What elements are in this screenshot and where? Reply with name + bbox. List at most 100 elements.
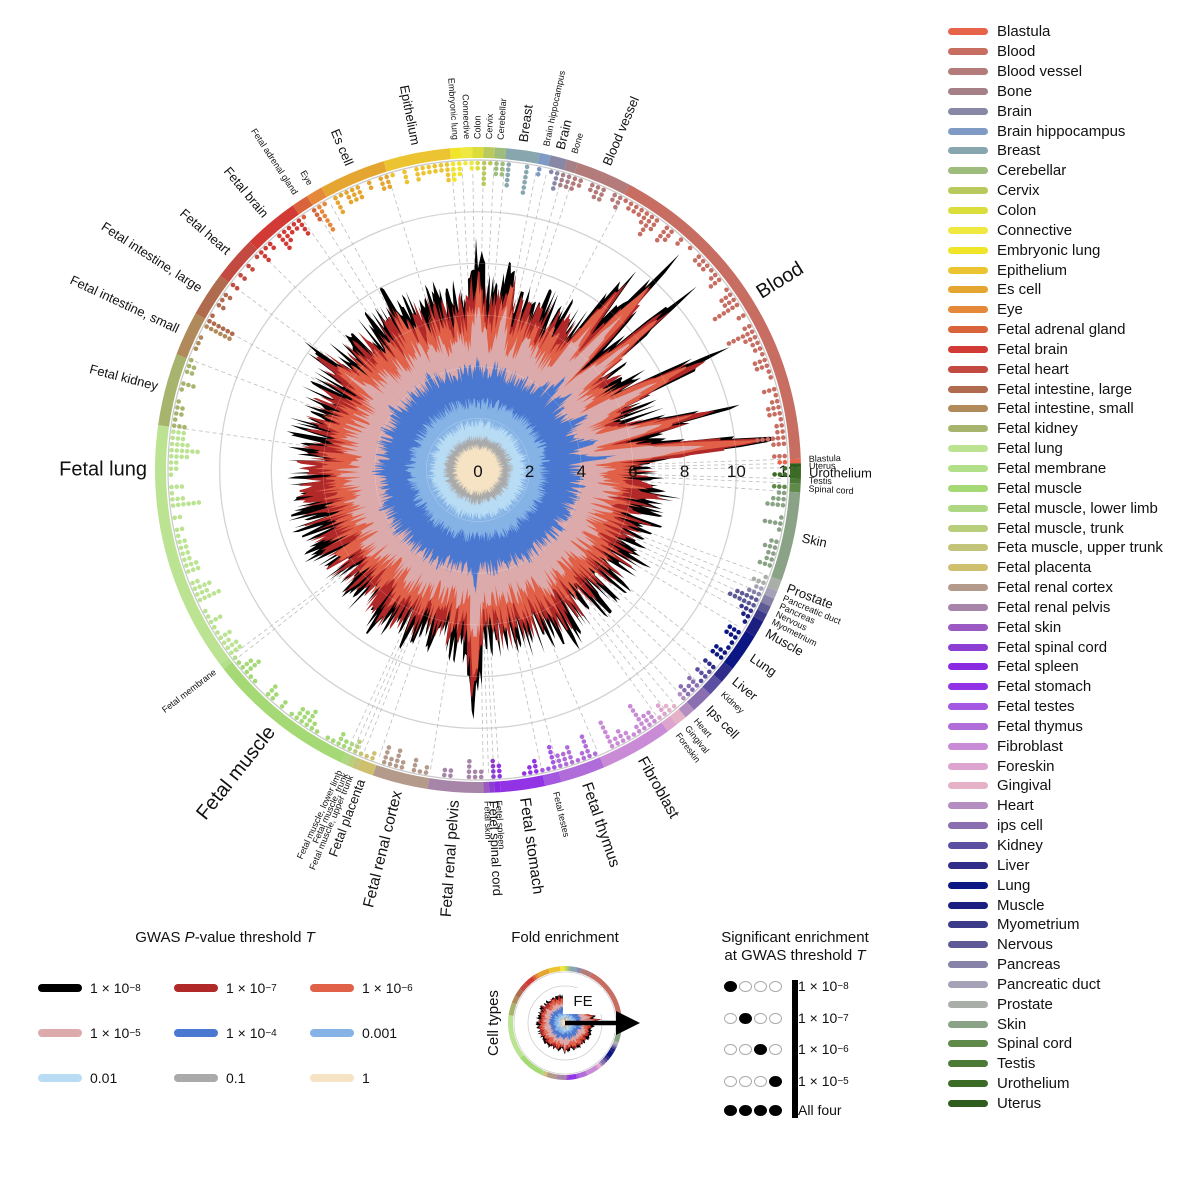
sig-dot-blood (719, 298, 724, 304)
filled-dot (739, 1012, 752, 1024)
sig-dot-heart (677, 692, 683, 697)
sig-dot-fetal-lung (221, 640, 227, 646)
sig-dot-fetal-thymus (562, 756, 567, 762)
ring-segment-fetal-heart (220, 241, 258, 283)
sig-dot-blood (742, 326, 747, 332)
mini-ring-fetal-intestine-large (515, 988, 524, 998)
mini-ring-fetal-renal-pelvis (556, 1074, 566, 1080)
cell-types-label: Cell types (485, 990, 502, 1056)
sig-dot-epithelium (414, 166, 419, 172)
legend-swatch (948, 1000, 988, 1008)
sig-dot-epithelium (415, 172, 420, 177)
sig-dot-fetal-brain (291, 222, 297, 227)
sig-dot-skin (781, 496, 786, 502)
legend-swatch (948, 1060, 988, 1068)
legend-label: Cerebellar (997, 162, 1067, 180)
sig-dot-myometrium (748, 608, 754, 614)
sig-dot-blood (640, 227, 646, 233)
sig-dot-fibroblast (598, 720, 603, 726)
sig-dot-fetal-lung (182, 557, 187, 563)
significance-row: 1 × 10−6 (724, 1041, 849, 1057)
sig-dot-fibroblast (649, 714, 654, 720)
sig-dot-blood (755, 340, 760, 346)
sig-dot-prostate (751, 576, 757, 582)
sig-dot-fetal-spinal-cord (490, 758, 496, 764)
sig-dot-blood (782, 453, 787, 459)
sig-dot-embryonic-lung (457, 171, 463, 177)
ring-label-epithelium: Epithelium (397, 84, 423, 146)
sig-dot-blood (654, 218, 660, 223)
sig-dot-es-cell (349, 187, 355, 193)
sig-dot-blood (777, 411, 782, 416)
mini-ring-colon (564, 966, 566, 972)
mini-ring-fetal-lung (508, 1015, 524, 1058)
sig-dot-skin (776, 490, 782, 495)
sig-dot-epithelium (433, 168, 438, 174)
legend-swatch (948, 861, 988, 869)
legend-swatch (948, 1099, 988, 1107)
mini-ring-fetal-kidney (508, 1002, 517, 1016)
sig-dot-nervous (741, 598, 747, 603)
sig-dot-fetal-muscle (341, 744, 347, 749)
sig-dot-fetal-lung (181, 430, 186, 436)
sig-dot-fetal-thymus (581, 755, 587, 761)
gwas-threshold-swatch (174, 984, 218, 992)
mini-ring-ips-cell (599, 1059, 607, 1066)
ring-label-uterus: Uterus (809, 461, 836, 471)
legend-swatch (948, 127, 988, 135)
significance-bar (792, 980, 798, 1118)
sig-dot-fetal-brain (302, 226, 308, 232)
legend-swatch (948, 365, 988, 373)
legend-label: Fetal renal cortex (997, 579, 1113, 597)
sig-dot-nervous (751, 603, 756, 608)
sig-dot-lung (722, 650, 728, 655)
sig-dot-fetal-thymus (566, 750, 572, 755)
sig-dot-fetal-thymus (568, 755, 573, 760)
legend-label: Colon (997, 202, 1037, 220)
radial-tick-label: 6 (628, 462, 637, 481)
significance-row-label: All four (798, 1102, 842, 1118)
ring-label-bone: Bone (569, 132, 585, 155)
sig-dot-fetal-renal-pelvis (466, 774, 472, 780)
legend-swatch (948, 643, 988, 651)
sig-dot-fetal-stomach (497, 768, 502, 774)
sig-dot-es-cell (359, 194, 365, 200)
sig-dot-brain (553, 176, 559, 181)
sig-dot-fetal-muscle (302, 714, 308, 720)
sig-dot-fetal-muscle (252, 678, 258, 684)
sig-dot-epithelium (402, 169, 407, 175)
sig-dot-urothelium (782, 472, 788, 477)
sig-dot-fetal-kidney (186, 363, 192, 369)
ring-segment-connective (461, 147, 473, 159)
sig-dot-epithelium (445, 167, 450, 172)
legend-item-muscle: Muscle (948, 895, 1178, 915)
mini-ring-fetal-renal-cortex (546, 1072, 557, 1080)
legend-swatch (948, 941, 988, 949)
legend-item-fetal-muscle: Fetal muscle (948, 478, 1178, 498)
sig-dot-fetal-intestine-small (227, 336, 232, 342)
sig-dot-es-cell (346, 195, 352, 200)
ring-segment-fetal-spinal-cord (488, 781, 495, 793)
sig-dot-fetal-lung (175, 496, 180, 502)
sig-dot-blood (641, 215, 647, 221)
ring-label-fetal-brain: Fetal brain (221, 164, 272, 221)
ring-segment-fetal-kidney (158, 354, 187, 427)
legend-item-fetal-renal-pelvis: Fetal renal pelvis (948, 597, 1178, 617)
sig-dot-fetal-kidney (191, 384, 196, 389)
legend-label: Testis (997, 1055, 1036, 1073)
sig-dot-breast (521, 185, 527, 190)
legend-item-embryonic-lung: Embryonic lung (948, 240, 1178, 260)
sig-dot-fetal-lung (212, 624, 217, 630)
sig-dot-es-cell (338, 205, 343, 210)
sig-dot-fetal-thymus (555, 753, 560, 758)
gwas-threshold-label: 1 × 10 (90, 980, 130, 996)
sig-dot-cerebellar (499, 172, 505, 177)
sig-dot-blood (778, 417, 784, 422)
sig-dot-fetal-intestine-large (210, 313, 215, 319)
radial-tick-label: 8 (680, 462, 689, 481)
sig-dot-blood (740, 334, 746, 339)
sig-dot-blood (770, 436, 776, 442)
ring-segment-muscle (745, 616, 764, 637)
sig-dot-blood (628, 201, 634, 207)
legend-swatch (948, 663, 988, 671)
